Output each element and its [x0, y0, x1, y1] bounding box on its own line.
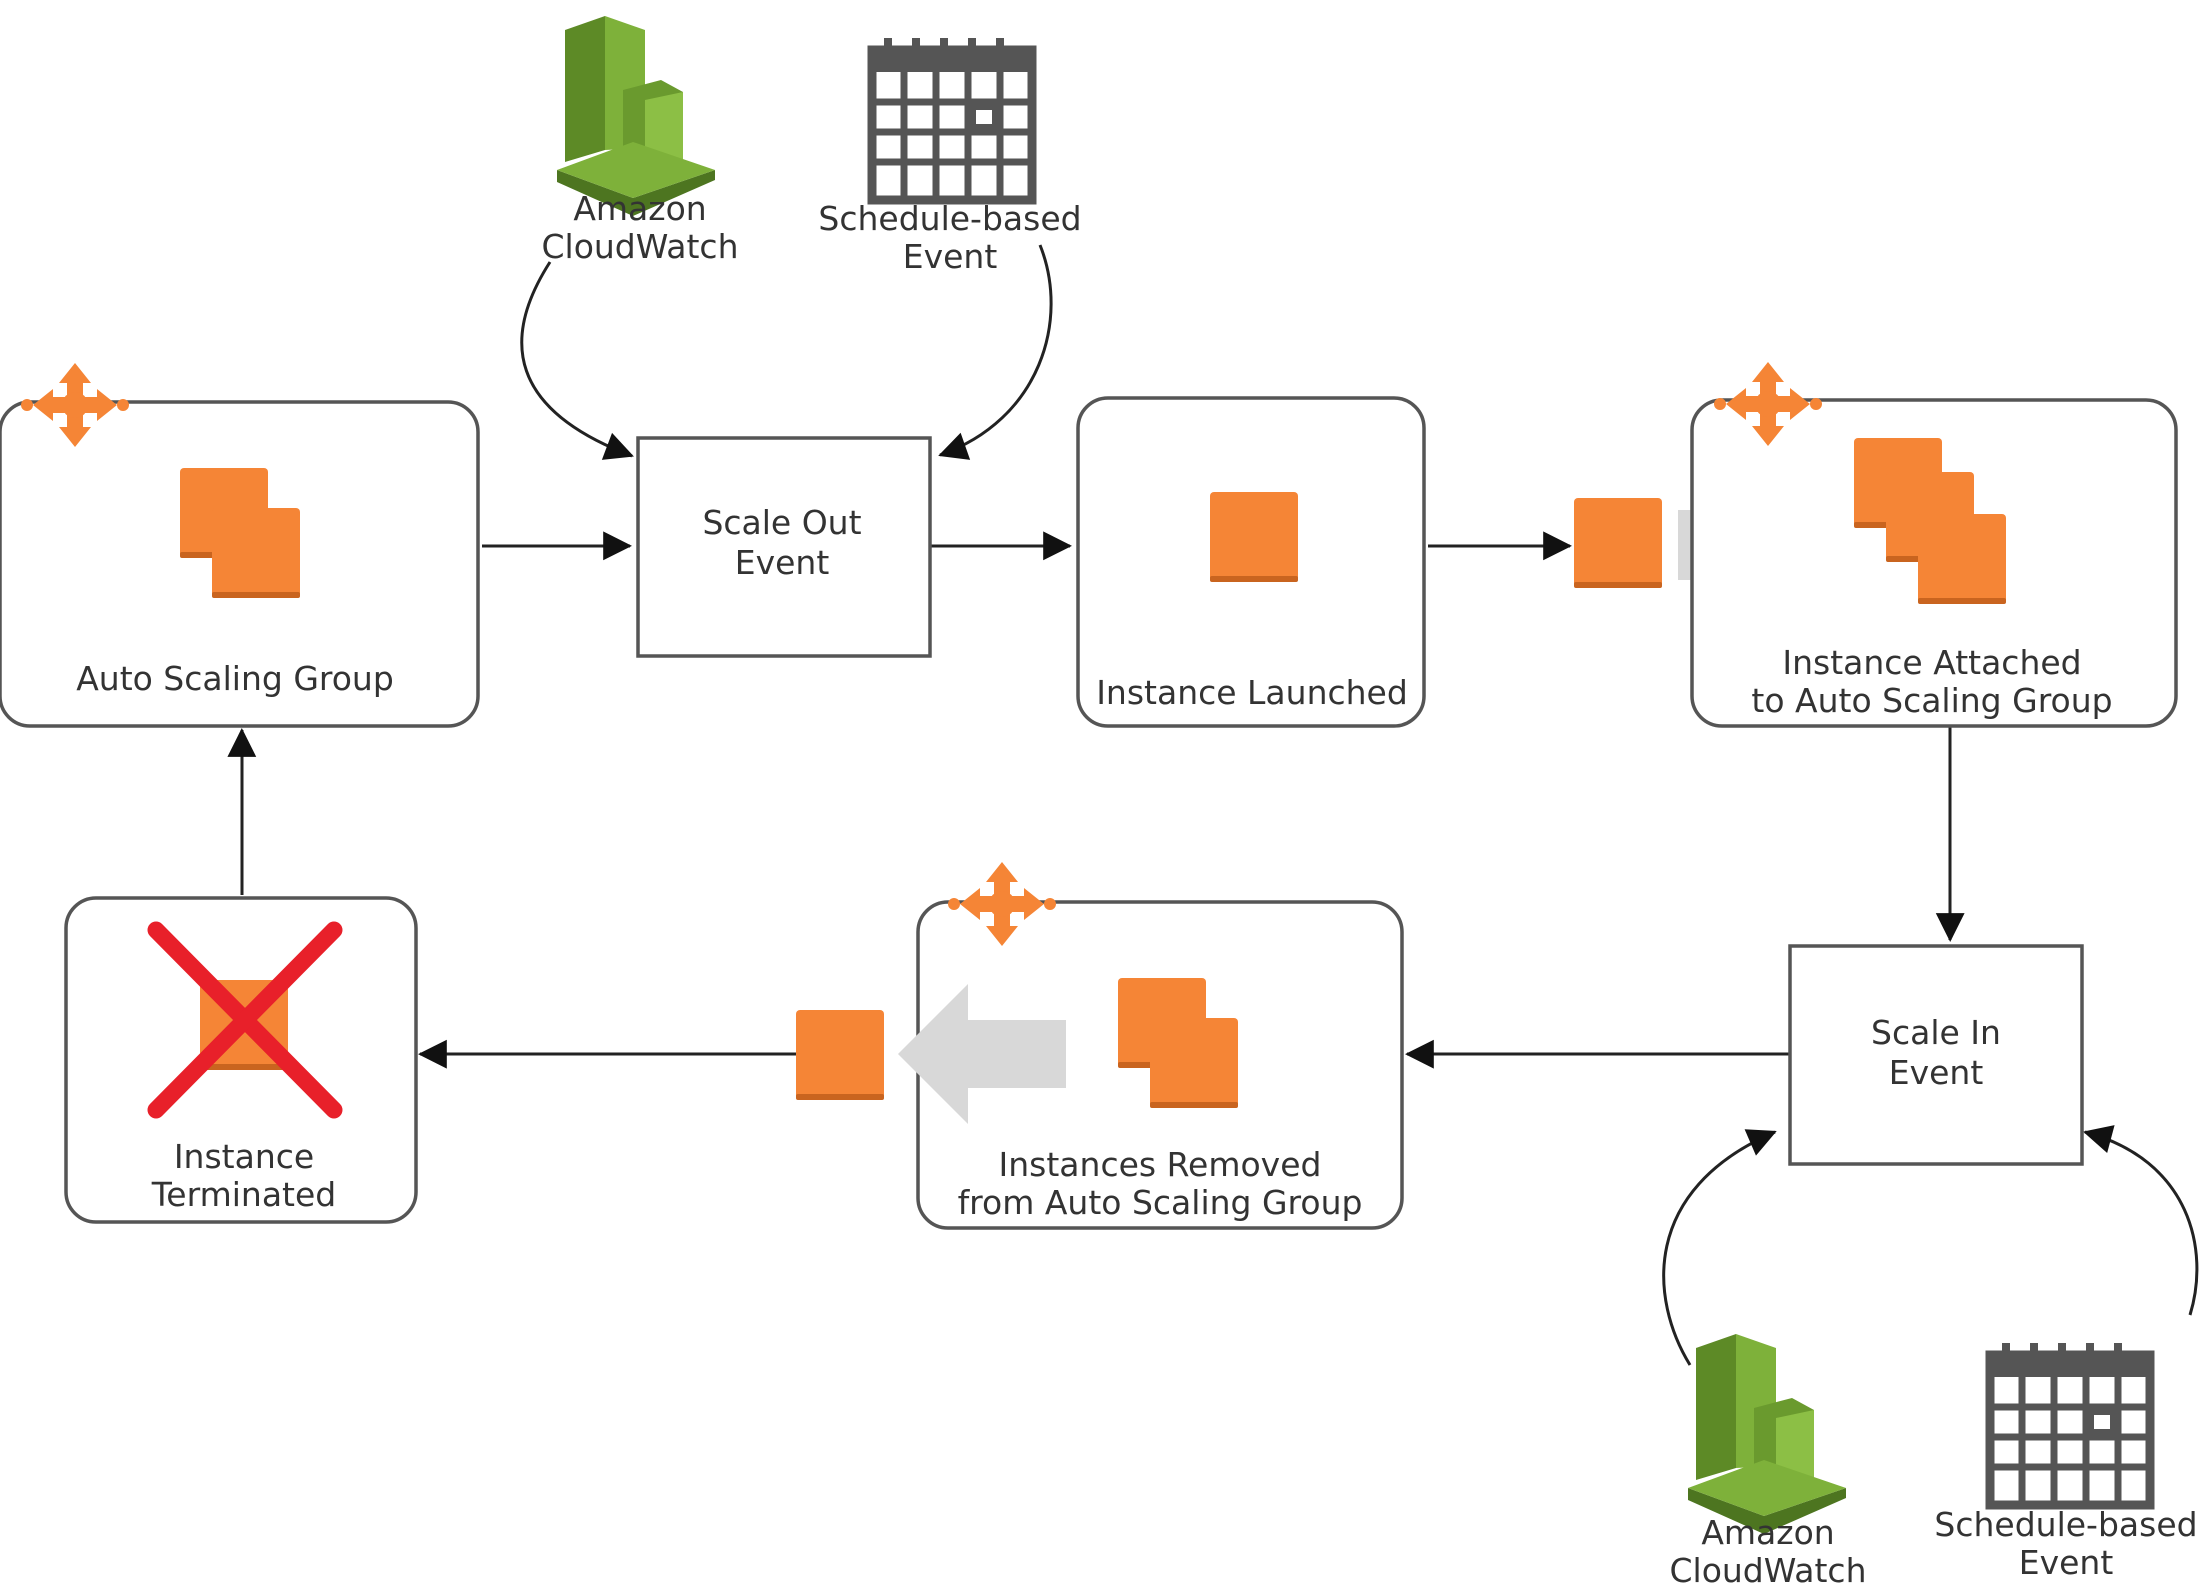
label-instance-terminated-line1: Instance [174, 1137, 314, 1176]
label-scale-out-line1: Scale Out [702, 503, 861, 542]
node-instance-attached: Instance Attached to Auto Scaling Group [1690, 362, 2178, 728]
label-schedule-top-line1: Schedule-based [818, 199, 1081, 238]
edge-schedule-to-scale-out [938, 244, 1053, 460]
label-instances-removed-line2: from Auto Scaling Group [958, 1183, 1363, 1222]
cloudwatch-icon [1688, 1334, 1846, 1534]
label-schedule-bottom-line2: Event [2019, 1543, 2114, 1582]
label-cloudwatch-bottom-line2: CloudWatch [1669, 1551, 1866, 1590]
label-auto-scaling-group: Auto Scaling Group [76, 659, 394, 698]
label-schedule-bottom-line1: Schedule-based [1934, 1505, 2197, 1544]
trigger-cloudwatch-top: Amazon CloudWatch [541, 16, 739, 266]
label-cloudwatch-top-line2: CloudWatch [541, 227, 738, 266]
label-scale-out-line2: Event [735, 543, 830, 582]
node-instance-launched: Instance Launched [1076, 396, 1426, 728]
node-scale-out-event: Scale Out Event [636, 436, 932, 658]
node-scale-in-event: Scale In Event [1788, 944, 2084, 1166]
edge-cloudwatch-to-scale-in [1662, 1129, 1777, 1366]
calendar-icon [1990, 1343, 2150, 1505]
trigger-cloudwatch-bottom: Amazon CloudWatch [1669, 1334, 1867, 1590]
pending-instance-icon [1574, 498, 1662, 588]
trigger-schedule-bottom: Schedule-based Event [1934, 1343, 2198, 1582]
label-schedule-top-line2: Event [903, 237, 998, 276]
label-cloudwatch-top-line1: Amazon [573, 189, 706, 228]
label-instance-attached-line2: to Auto Scaling Group [1751, 681, 2112, 720]
red-x-icon [147, 921, 343, 1119]
node-instance-terminated: Instance Terminated [64, 896, 418, 1224]
cloudwatch-icon [557, 16, 715, 216]
label-instance-attached-line1: Instance Attached [1782, 643, 2081, 682]
trigger-schedule-top: Schedule-based Event [818, 38, 1082, 276]
transfer-arrow-out [898, 984, 1066, 1124]
node-instances-removed: Instances Removed from Auto Scaling Grou… [916, 862, 1404, 1230]
ec2-instance-icon [1210, 492, 1298, 582]
label-cloudwatch-bottom-line1: Amazon [1701, 1513, 1834, 1552]
calendar-icon [872, 38, 1032, 200]
edge-cloudwatch-to-scale-out [520, 261, 634, 460]
connectors [227, 244, 2199, 1366]
label-instances-removed-line1: Instances Removed [999, 1145, 1322, 1184]
label-instance-launched: Instance Launched [1096, 673, 1408, 712]
removed-instance-icon [796, 1010, 884, 1100]
label-scale-in-line2: Event [1889, 1053, 1984, 1092]
label-scale-in-line1: Scale In [1871, 1013, 2001, 1052]
edge-schedule-to-scale-in [2083, 1125, 2199, 1316]
node-auto-scaling-group: Auto Scaling Group [0, 363, 480, 728]
label-instance-terminated-line2: Terminated [151, 1175, 336, 1214]
